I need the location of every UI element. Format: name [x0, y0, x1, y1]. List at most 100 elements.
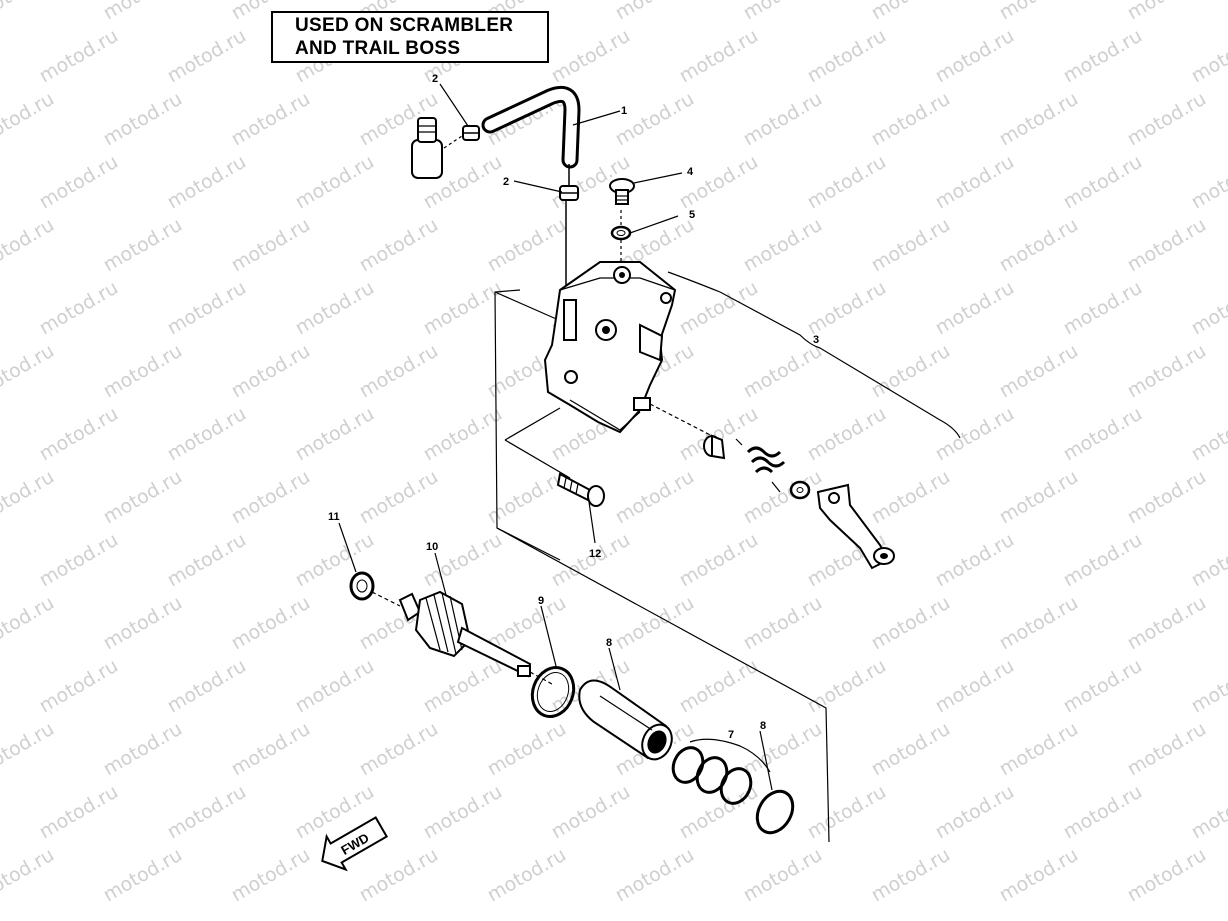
callout-8-bushing: 8 — [606, 637, 612, 649]
watermark-text: motod.ru — [292, 277, 378, 340]
watermark-text: motod.ru — [420, 403, 506, 466]
watermark-text: motod.ru — [1124, 88, 1210, 151]
watermark-text: motod.ru — [1124, 718, 1210, 781]
watermark-text: motod.ru — [996, 340, 1082, 403]
watermark-text: motod.ru — [868, 88, 954, 151]
watermark-text: motod.ru — [0, 718, 58, 781]
watermark-text: motod.ru — [740, 214, 826, 277]
thrust-washer — [349, 571, 401, 607]
watermark-text: motod.ru — [1188, 655, 1228, 718]
watermark-text: motod.ru — [0, 214, 58, 277]
watermark-text: motod.ru — [740, 718, 826, 781]
hose-clamp-lower — [559, 185, 579, 201]
piston-ring-set — [671, 738, 771, 805]
watermark-text: motod.ru — [0, 592, 58, 655]
watermark-text: motod.ru — [100, 844, 186, 907]
watermark-text: motod.ru — [932, 277, 1018, 340]
applicability-title-box: USED ON SCRAMBLER AND TRAIL BOSS — [271, 11, 549, 63]
watermark-text: motod.ru — [548, 781, 634, 844]
watermark-text: motod.ru — [1124, 466, 1210, 529]
watermark-text: motod.ru — [1124, 0, 1210, 24]
watermark-text: motod.ru — [868, 844, 954, 907]
watermark-text: motod.ru — [0, 844, 58, 907]
watermark-text: motod.ru — [868, 0, 954, 24]
watermark-text: motod.ru — [420, 277, 506, 340]
callout-4: 4 — [687, 166, 694, 178]
pump-bushing — [578, 679, 673, 761]
watermark-text: motod.ru — [804, 151, 890, 214]
watermark-text: motod.ru — [1124, 214, 1210, 277]
watermark-text: motod.ru — [676, 151, 762, 214]
watermark-text: motod.ru — [420, 781, 506, 844]
watermark-text: motod.ru — [1060, 25, 1146, 88]
watermark-text: motod.ru — [100, 0, 186, 24]
watermark-text: motod.ru — [612, 592, 698, 655]
watermark-text: motod.ru — [164, 277, 250, 340]
watermark-text: motod.ru — [612, 88, 698, 151]
watermark-text: motod.ru — [484, 718, 570, 781]
watermark-text: motod.ru — [1060, 151, 1146, 214]
watermark-text: motod.ru — [164, 529, 250, 592]
bleed-screw — [609, 178, 635, 205]
callout-leaders — [338, 83, 773, 791]
watermark-text: motod.ru — [0, 88, 58, 151]
watermark-text: motod.ru — [612, 0, 698, 24]
callout-8-oring: 8 — [760, 720, 766, 732]
return-spring — [735, 438, 786, 493]
watermark-text: motod.ru — [996, 88, 1082, 151]
watermark-text: motod.ru — [740, 592, 826, 655]
title-line-2: AND TRAIL BOSS — [295, 38, 461, 59]
watermark-text: motod.ru — [36, 151, 122, 214]
watermark-text: motod.ru — [1188, 403, 1228, 466]
callout-10: 10 — [426, 541, 438, 553]
watermark-text: motod.ru — [484, 592, 570, 655]
control-lever — [816, 483, 895, 570]
watermark-text: motod.ru — [996, 214, 1082, 277]
watermark-text: motod.ru — [0, 0, 58, 24]
watermark-text: motod.ru — [228, 718, 314, 781]
watermark-text: motod.ru — [1060, 781, 1146, 844]
watermark-text: motod.ru — [932, 529, 1018, 592]
watermark-text: motod.ru — [228, 214, 314, 277]
watermark-text: motod.ru — [996, 466, 1082, 529]
watermark-text: motod.ru — [1124, 844, 1210, 907]
watermark-text: motod.ru — [548, 25, 634, 88]
watermark-text: motod.ru — [356, 214, 442, 277]
callout-9: 9 — [538, 595, 544, 607]
watermark-text: motod.ru — [100, 718, 186, 781]
callout-2-lower: 2 — [503, 176, 509, 188]
watermark-text: motod.ru — [228, 88, 314, 151]
watermark-text: motod.ru — [420, 655, 506, 718]
watermark-text: motod.ru — [36, 25, 122, 88]
watermark-text: motod.ru — [1188, 25, 1228, 88]
watermark-text: motod.ru — [804, 655, 890, 718]
watermark-text: motod.ru — [1060, 529, 1146, 592]
watermark-text: motod.ru — [164, 403, 250, 466]
watermark-text: motod.ru — [804, 781, 890, 844]
watermark-text: motod.ru — [36, 403, 122, 466]
sealing-washer — [610, 210, 632, 270]
inlet-fitting — [411, 117, 463, 179]
watermark-text: motod.ru — [868, 718, 954, 781]
watermark-text: motod.ru — [100, 340, 186, 403]
watermark-text: motod.ru — [996, 0, 1082, 24]
watermark-text: motod.ru — [36, 529, 122, 592]
callout-11: 11 — [328, 511, 340, 523]
watermark-text: motod.ru — [1124, 592, 1210, 655]
watermark-text: motod.ru — [1188, 529, 1228, 592]
watermark-text: motod.ru — [740, 466, 826, 529]
watermark-text: motod.ru — [676, 25, 762, 88]
watermark-text: motod.ru — [1060, 277, 1146, 340]
watermark-text: motod.ru — [932, 25, 1018, 88]
watermark-text: motod.ru — [932, 655, 1018, 718]
watermark-text: motod.ru — [1188, 151, 1228, 214]
callout-labels: 1 2 2 3 4 5 7 8 8 9 10 11 12 — [328, 73, 819, 741]
watermark-text: motod.ru — [356, 466, 442, 529]
watermark-text: motod.ru — [804, 277, 890, 340]
watermark-text: motod.ru — [932, 781, 1018, 844]
title-line-1: USED ON SCRAMBLER — [295, 15, 514, 36]
callout-2-upper: 2 — [432, 73, 438, 85]
watermark-text: motod.ru — [36, 655, 122, 718]
watermark-text: motod.ru — [1060, 403, 1146, 466]
